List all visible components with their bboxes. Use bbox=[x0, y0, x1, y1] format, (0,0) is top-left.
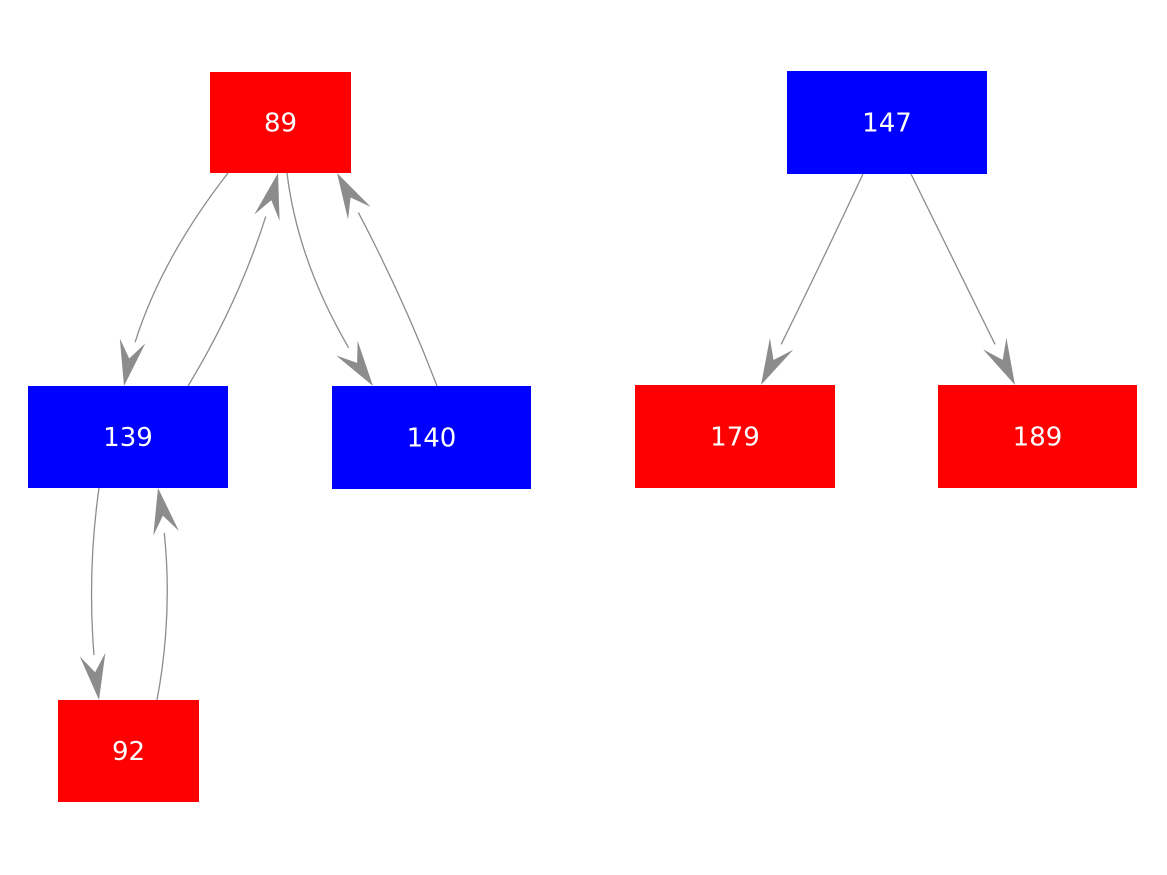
node-box-139 bbox=[28, 386, 228, 488]
edge-89-139 bbox=[134, 172, 229, 343]
node-label-89: 89 bbox=[264, 109, 297, 139]
edge-92-139 bbox=[156, 532, 168, 701]
node-89: 89 bbox=[210, 72, 351, 173]
arrowhead-89-140 bbox=[336, 340, 373, 386]
arrowhead-139-89 bbox=[254, 173, 280, 221]
edge-89-140 bbox=[286, 172, 350, 349]
node-179: 179 bbox=[635, 385, 835, 488]
node-box-89 bbox=[210, 72, 351, 173]
node-box-147 bbox=[787, 71, 987, 174]
node-140: 140 bbox=[332, 386, 531, 489]
node-box-140 bbox=[332, 386, 531, 489]
node-label-179: 179 bbox=[710, 423, 760, 453]
node-label-147: 147 bbox=[862, 109, 912, 139]
arrowhead-139-92 bbox=[79, 652, 106, 700]
node-label-189: 189 bbox=[1013, 423, 1063, 453]
node-92: 92 bbox=[58, 700, 199, 802]
node-box-179 bbox=[635, 385, 835, 488]
node-label-92: 92 bbox=[112, 737, 145, 767]
node-box-92 bbox=[58, 700, 199, 802]
node-139: 139 bbox=[28, 386, 228, 488]
arrowhead-147-179 bbox=[761, 338, 794, 385]
edge-147-189 bbox=[910, 173, 996, 345]
node-label-140: 140 bbox=[407, 424, 457, 454]
arrowhead-140-89 bbox=[337, 173, 371, 220]
node-label-139: 139 bbox=[103, 423, 153, 453]
edge-139-92 bbox=[90, 487, 100, 656]
arrowhead-147-189 bbox=[983, 338, 1015, 385]
node-147: 147 bbox=[787, 71, 987, 174]
node-189: 189 bbox=[938, 385, 1137, 488]
edge-139-89 bbox=[187, 216, 267, 387]
arrowhead-92-139 bbox=[153, 488, 179, 536]
arrowhead-89-139 bbox=[119, 338, 146, 386]
node-box-189 bbox=[938, 385, 1137, 488]
edge-140-89 bbox=[357, 212, 438, 387]
edge-147-179 bbox=[780, 173, 864, 345]
